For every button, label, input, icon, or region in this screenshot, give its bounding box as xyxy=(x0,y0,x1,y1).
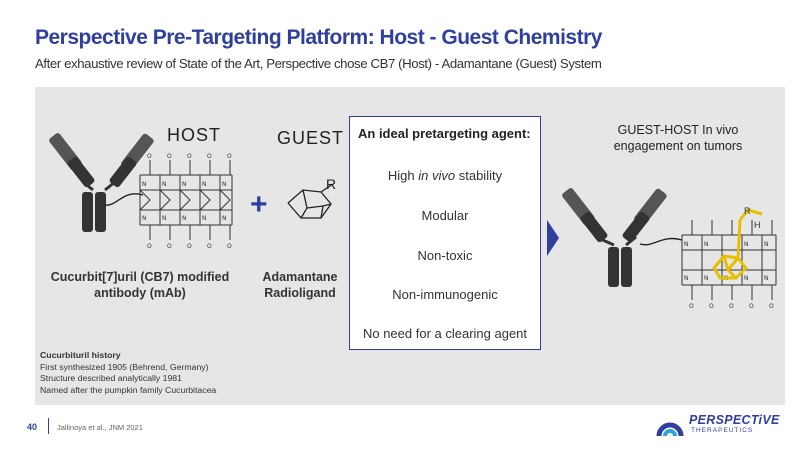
svg-text:O: O xyxy=(227,243,232,250)
footer-divider xyxy=(48,418,49,434)
history-heading: Cucurbituril history xyxy=(40,350,121,360)
svg-text:N: N xyxy=(744,275,749,282)
box-item-no-clearing-agent: No need for a clearing agent xyxy=(362,326,528,341)
history-line1: First synthesized 1905 (Behrend, Germany… xyxy=(40,361,209,372)
svg-text:O: O xyxy=(709,303,714,310)
box-item-stability-em: in vivo xyxy=(418,168,456,183)
svg-text:N: N xyxy=(162,181,167,188)
adamantane-molecule xyxy=(287,183,334,219)
slide-title: Perspective Pre-Targeting Platform: Host… xyxy=(35,26,602,49)
svg-text:O: O xyxy=(207,243,212,250)
svg-text:O: O xyxy=(187,153,192,160)
box-item-stability: High in vivo stability xyxy=(350,168,540,183)
slide-subtitle: After exhaustive review of State of the … xyxy=(35,56,602,71)
company-logo: PERSPECTiVE THERAPEUTICS xyxy=(656,412,786,438)
citation: Jallinoya et al., JNM 2021 xyxy=(57,423,143,432)
antibody-icon xyxy=(49,133,154,232)
chevron-right-icon xyxy=(547,220,559,256)
svg-text:N: N xyxy=(182,181,187,188)
svg-text:O: O xyxy=(187,243,192,250)
svg-text:O: O xyxy=(769,303,774,310)
linker-line-right xyxy=(639,237,683,246)
svg-text:N: N xyxy=(764,275,769,282)
svg-text:O: O xyxy=(147,243,152,250)
host-caption: Cucurbit[7]uril (CB7) modified antibody … xyxy=(40,269,240,301)
box-item-non-immunogenic: Non-immunogenic xyxy=(392,287,498,302)
logo-arch-icon xyxy=(656,422,684,437)
box-item-non-toxic: Non-toxic xyxy=(417,248,473,263)
antibody-conjugate-icon xyxy=(562,188,667,287)
svg-text:O: O xyxy=(147,153,152,160)
complex-r-label: R xyxy=(744,206,751,216)
svg-text:N: N xyxy=(684,241,689,248)
right-caption-line2: engagement on tumors xyxy=(613,139,743,153)
box-item-modular: Modular xyxy=(421,208,469,223)
host-caption-line1: Cucurbit[7]uril (CB7) modified xyxy=(50,270,230,284)
cucurbituril-history: Cucurbituril history First synthesized 1… xyxy=(40,350,216,396)
svg-text:O: O xyxy=(167,243,172,250)
logo-name: PERSPECTiVE xyxy=(689,413,780,427)
svg-text:N: N xyxy=(142,181,147,188)
svg-text:N: N xyxy=(182,215,187,222)
pretargeting-agent-box: An ideal pretargeting agent: High in viv… xyxy=(349,116,541,350)
svg-text:O: O xyxy=(207,153,212,160)
guest-label: GUEST xyxy=(277,128,345,148)
linker-line xyxy=(104,193,144,206)
svg-text:O: O xyxy=(749,303,754,310)
history-line2: Structure described analytically 1981 xyxy=(40,373,182,383)
svg-text:N: N xyxy=(142,215,147,222)
history-line3: Named after the pumpkin family Cucurbita… xyxy=(40,384,217,395)
logo-subtitle: THERAPEUTICS xyxy=(691,427,754,434)
svg-text:N: N xyxy=(202,215,207,222)
svg-text:N: N xyxy=(222,181,227,188)
host-caption-line2: antibody (mAb) xyxy=(94,286,186,300)
guest-caption-line2: Radioligand xyxy=(264,286,336,300)
box-item-stability-post: stability xyxy=(455,168,503,183)
svg-text:O: O xyxy=(167,153,172,160)
svg-text:O: O xyxy=(227,153,232,160)
svg-text:O: O xyxy=(689,303,694,310)
svg-text:N: N xyxy=(684,275,689,282)
svg-text:N: N xyxy=(704,275,709,282)
right-caption: GUEST-HOST In vivo engagement on tumors xyxy=(598,122,758,154)
box-heading: An ideal pretargeting agent: xyxy=(358,126,531,141)
svg-text:N: N xyxy=(764,241,769,248)
right-caption-line1: GUEST-HOST In vivo xyxy=(617,123,739,137)
svg-text:N: N xyxy=(744,241,749,248)
host-label: HOST xyxy=(167,125,222,145)
svg-text:N: N xyxy=(704,241,709,248)
page-number: 40 xyxy=(27,422,38,432)
guest-r-label: R xyxy=(326,176,337,192)
guest-caption: Adamantane Radioligand xyxy=(255,269,345,301)
svg-text:N: N xyxy=(162,215,167,222)
plus-sign: + xyxy=(250,188,268,221)
box-item-stability-pre: High xyxy=(387,168,419,183)
svg-text:N: N xyxy=(202,181,207,188)
guest-caption-line1: Adamantane xyxy=(262,270,338,284)
svg-text:O: O xyxy=(729,303,734,310)
cucurbituril-molecule: O O O O O O O O O O N N N N N N N N N N xyxy=(139,153,233,250)
svg-text:N: N xyxy=(222,215,227,222)
complex-h-label: H xyxy=(754,220,761,230)
